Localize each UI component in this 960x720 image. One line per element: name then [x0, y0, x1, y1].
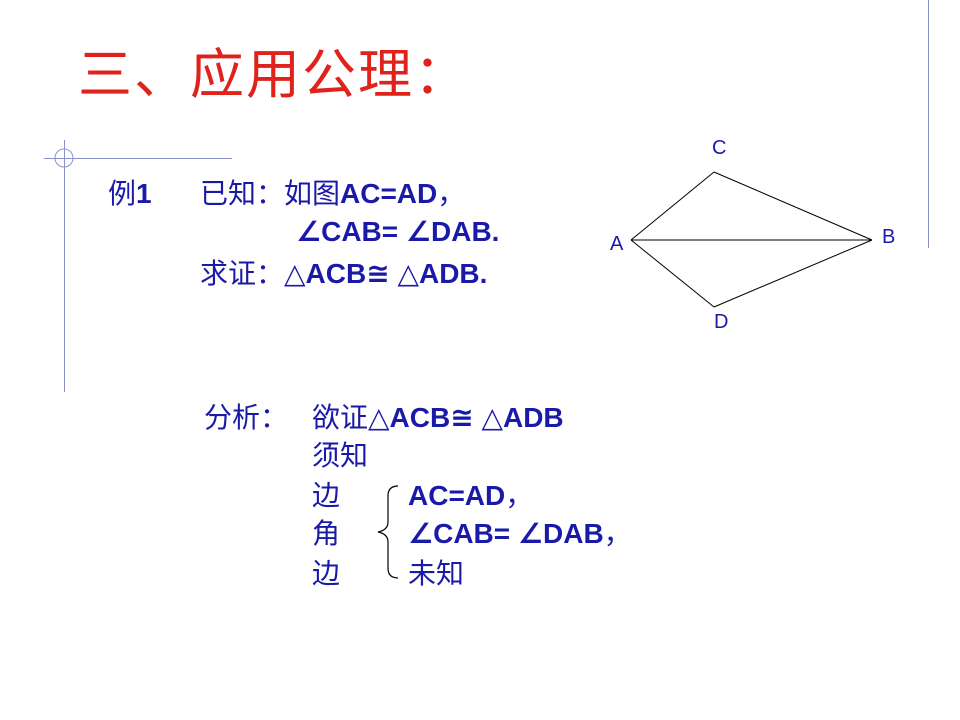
given-1-end: ， [437, 177, 466, 210]
point-label-d: D [714, 311, 729, 333]
point-label-b: B [882, 226, 896, 248]
example-number: 1 [136, 178, 152, 209]
analysis-need: 须知 [312, 439, 369, 472]
condition-2: ∠CAB= ∠DAB， [408, 516, 632, 552]
condition-1-end: ， [505, 479, 534, 512]
left-decor-line [64, 140, 65, 392]
analysis-side-1: 边 [312, 479, 341, 512]
point-label-a: A [610, 233, 624, 255]
point-label-c: C [712, 137, 727, 159]
condition-3: 未知 [408, 557, 465, 590]
given-line-1: 已知：如图AC=AD， [200, 176, 465, 212]
analysis-side-2: 边 [312, 557, 341, 590]
segment-db [713, 239, 873, 308]
top-decor-line [44, 158, 232, 159]
analysis-goal: 欲证△ACB≅ △ADB [312, 400, 564, 436]
given-prefix: 已知：如图 [200, 177, 341, 210]
prove-statement: △ACB≅ △ADB. [284, 258, 488, 289]
prove-prefix: 求证： [200, 257, 285, 290]
segment-cb [713, 171, 873, 241]
goal-prefix: 欲证 [312, 401, 369, 434]
condition-2-end: ， [603, 517, 632, 550]
condition-1-text: AC=AD [408, 480, 506, 511]
right-decor-line [928, 0, 929, 248]
example-label: 例1 [108, 176, 152, 212]
slide-title: 三、应用公理： [78, 43, 470, 106]
segment-ac [630, 171, 715, 241]
analysis-label: 分析： [204, 401, 289, 434]
example-label-text: 例 [108, 177, 137, 210]
analysis-angle: 角 [312, 517, 341, 550]
decor-circle [54, 148, 74, 168]
given-line-2: ∠CAB= ∠DAB. [296, 216, 500, 247]
prove-line: 求证：△ACB≅ △ADB. [200, 256, 487, 292]
condition-1: AC=AD， [408, 478, 533, 514]
segment-ad [630, 239, 715, 308]
given-1: AC=AD [340, 178, 438, 209]
goal-statement: △ACB≅ △ADB [368, 402, 564, 433]
left-brace [377, 485, 399, 579]
condition-2-text: ∠CAB= ∠DAB [408, 518, 604, 549]
